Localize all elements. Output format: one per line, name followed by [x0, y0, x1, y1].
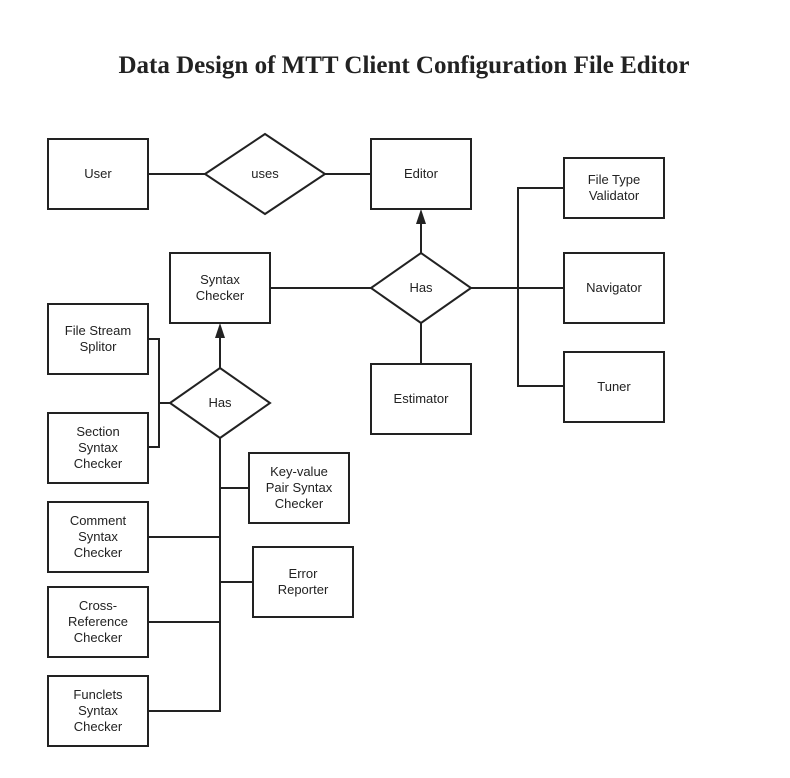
- section-syntax-checker-line-2: Syntax: [78, 440, 118, 455]
- entity-user: User: [47, 138, 149, 210]
- entity-section-syntax-checker: Section Syntax Checker: [47, 412, 149, 484]
- connectors: [148, 173, 564, 712]
- syntax-checker-line-2: Checker: [196, 288, 245, 303]
- entity-tuner: Tuner: [563, 351, 665, 423]
- validator-tuner-bracket: [517, 187, 564, 387]
- section-syntax-checker-line-3: Checker: [74, 456, 123, 471]
- comment-syntax-checker-line-1: Comment: [70, 513, 127, 528]
- entity-file-stream-splitor: File Stream Splitor: [47, 303, 149, 375]
- error-reporter-line-1: Error: [289, 566, 319, 581]
- diagram-title: Data Design of MTT Client Configuration …: [118, 52, 690, 79]
- entity-comment-syntax-checker: Comment Syntax Checker: [47, 501, 149, 573]
- comment-syntax-checker-line-2: Syntax: [78, 529, 118, 544]
- entity-navigator-label: Navigator: [586, 280, 642, 295]
- entity-syntax-checker: Syntax Checker: [169, 252, 271, 324]
- syntax-checker-arrowhead: [215, 323, 225, 338]
- file-stream-splitor-line-1: File Stream: [65, 323, 131, 338]
- relationship-editor-has: Has: [369, 251, 473, 325]
- entity-funclets-syntax-checker: Funclets Syntax Checker: [47, 675, 149, 747]
- entity-error-reporter: Error Reporter: [252, 546, 354, 618]
- splitor-section-bracket: [148, 338, 160, 448]
- section-syntax-checker-line-1: Section: [76, 424, 119, 439]
- relationship-editor-has-label: Has: [409, 280, 433, 295]
- file-type-validator-line-1: File Type: [588, 172, 641, 187]
- funclets-line-2: Syntax: [78, 703, 118, 718]
- cross-reference-line-1: Cross-: [79, 598, 117, 613]
- editor-arrowhead: [416, 209, 426, 224]
- cross-reference-line-2: Reference: [68, 614, 128, 629]
- funclets-line-1: Funclets: [73, 687, 123, 702]
- key-value-line-2: Pair Syntax: [266, 480, 333, 495]
- relationship-uses-label: uses: [251, 166, 279, 181]
- entity-estimator: Estimator: [370, 363, 472, 435]
- has-trunk-line: [148, 438, 221, 712]
- entity-key-value-pair-syntax-checker: Key-value Pair Syntax Checker: [248, 452, 350, 524]
- syntax-checker-line-1: Syntax: [200, 272, 240, 287]
- cross-reference-line-3: Checker: [74, 630, 123, 645]
- funclets-line-3: Checker: [74, 719, 123, 734]
- entity-navigator: Navigator: [563, 252, 665, 324]
- entity-editor-label: Editor: [404, 166, 439, 181]
- key-value-line-3: Checker: [275, 496, 324, 511]
- error-reporter-line-2: Reporter: [278, 582, 329, 597]
- comment-syntax-checker-line-3: Checker: [74, 545, 123, 560]
- entity-cross-reference-checker: Cross- Reference Checker: [47, 586, 149, 658]
- entity-editor: Editor: [370, 138, 472, 210]
- relationship-uses: uses: [203, 132, 327, 216]
- entity-file-type-validator: File Type Validator: [563, 157, 665, 219]
- file-type-validator-line-2: Validator: [589, 188, 640, 203]
- key-value-line-1: Key-value: [270, 464, 328, 479]
- file-stream-splitor-line-2: Splitor: [80, 339, 118, 354]
- entity-estimator-label: Estimator: [394, 391, 450, 406]
- relationship-syntax-checker-has-label: Has: [208, 395, 232, 410]
- relationship-syntax-checker-has: Has: [168, 366, 272, 440]
- entity-tuner-label: Tuner: [597, 379, 631, 394]
- entity-user-label: User: [84, 166, 112, 181]
